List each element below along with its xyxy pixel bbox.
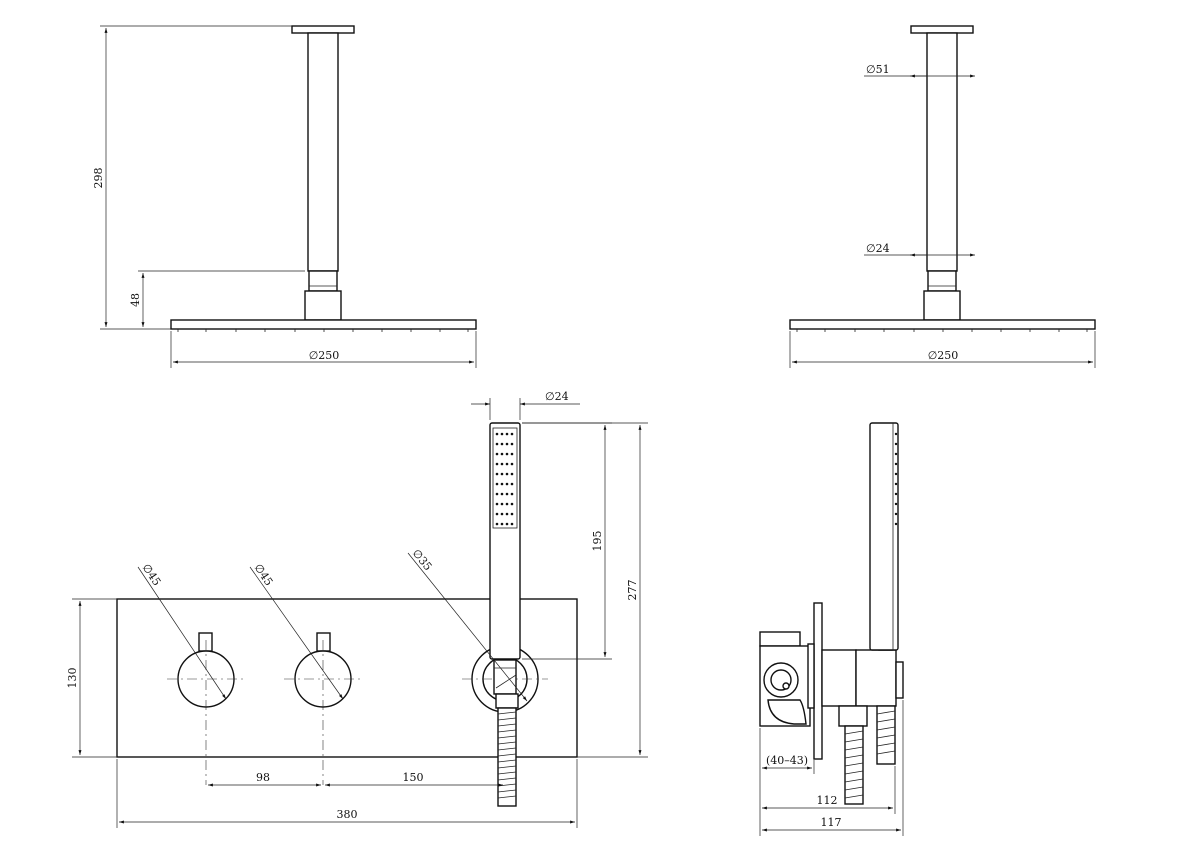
dim-neck-height: 48 (129, 293, 142, 307)
dim-handset-diameter: ∅24 (545, 390, 569, 403)
dim-knob-spacing: 98 (256, 771, 270, 784)
dim-neck-diameter: ∅24 (866, 242, 890, 255)
dim-side-depth-112: 112 (817, 794, 838, 807)
dim-plate-width: 380 (337, 808, 358, 821)
dim-overall-height: 277 (626, 580, 639, 601)
dim-side-head-width: ∅250 (928, 349, 959, 362)
dim-handset-length: 195 (591, 531, 604, 552)
dim-wall-depth-range: (40–43) (766, 754, 808, 767)
dim-outlet-spacing: 150 (403, 771, 424, 784)
shower-head-side-view: ∅51 ∅24 ∅250 (789, 25, 1096, 368)
mixer-plate-front-view: ∅45 ∅45 ∅35 ∅24 195 277 130 98 150 (66, 390, 648, 828)
mixer-side-view: (40–43) 112 117 (759, 422, 904, 836)
shower-head-front-view: 298 48 ∅250 (92, 25, 477, 368)
dim-rod-diameter: ∅51 (866, 63, 890, 76)
dim-plate-height: 130 (66, 668, 79, 689)
dim-total-height: 298 (92, 168, 105, 189)
knob-1 (167, 632, 245, 785)
knob-2 (284, 632, 362, 785)
hand-shower (489, 422, 521, 807)
dim-head-width: ∅250 (309, 349, 340, 362)
dim-side-depth-117: 117 (821, 816, 842, 829)
